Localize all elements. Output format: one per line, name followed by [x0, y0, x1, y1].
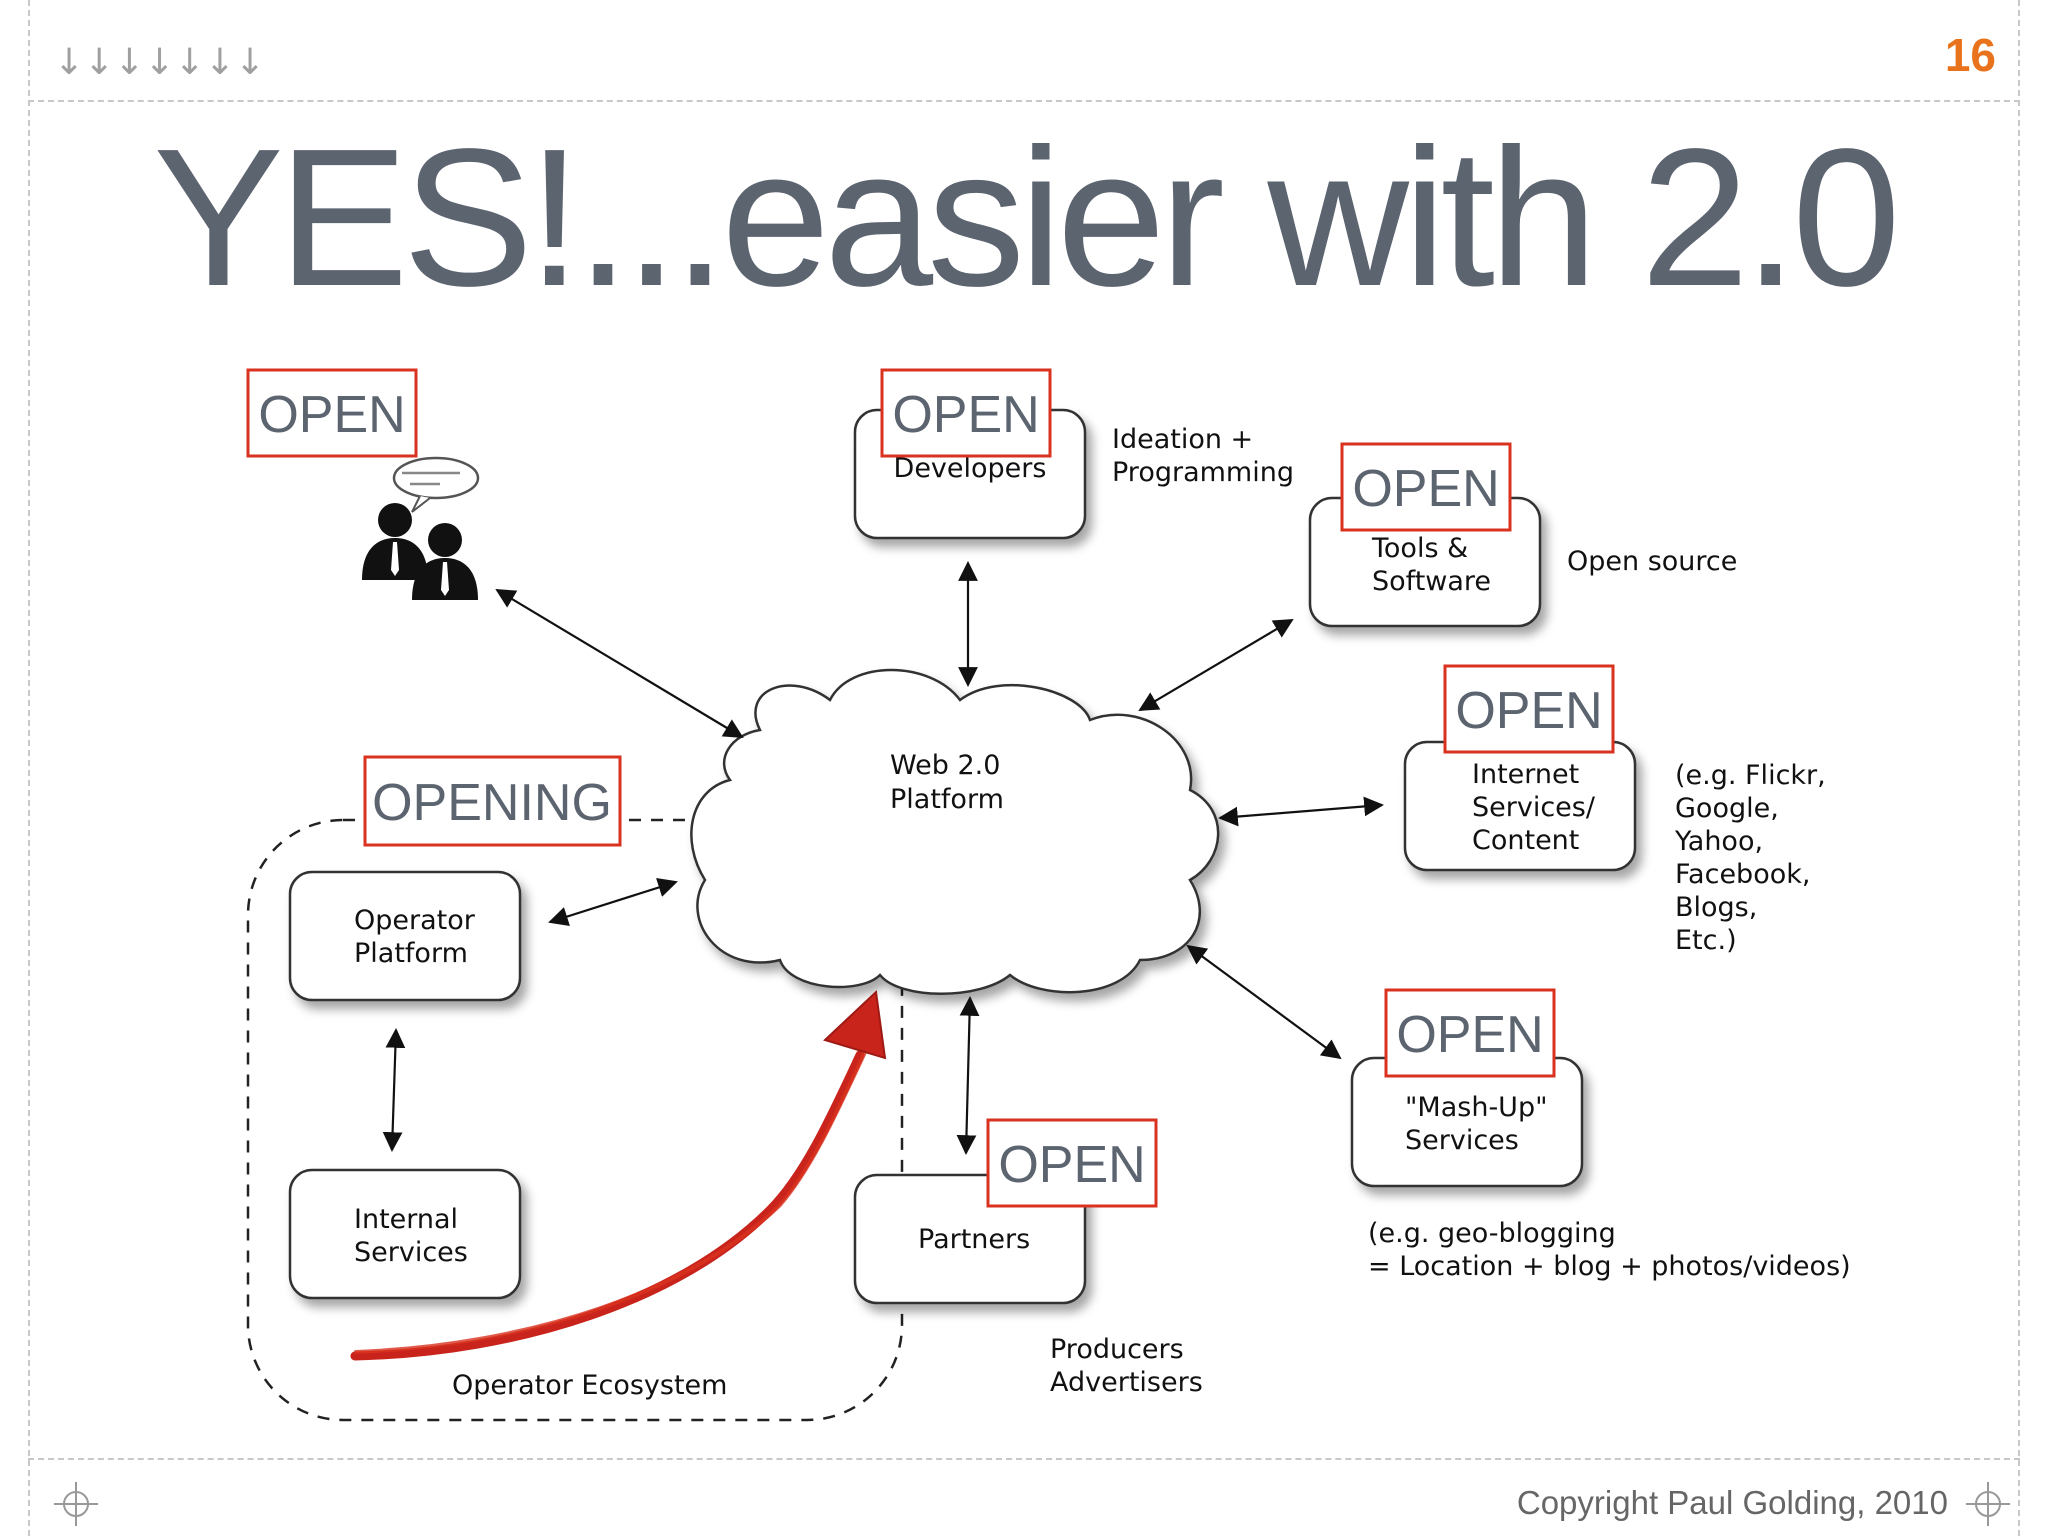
down-arrow-icon: ↓↓↓↓↓↓↓ — [54, 42, 266, 83]
examples-line5: Blogs, — [1675, 892, 1757, 923]
ideation-annotation-line2: Programming — [1112, 457, 1294, 488]
open-badge-internet: OPEN — [1443, 664, 1615, 754]
opening-badge-label: OPENING — [372, 774, 612, 832]
advertisers-annotation: Advertisers — [1050, 1367, 1203, 1398]
connector-tools-cloud — [1138, 618, 1294, 712]
connector-mashup-cloud — [1186, 944, 1342, 1060]
open-badge-people: OPEN — [246, 368, 418, 458]
open-badge-partners: OPEN — [986, 1118, 1158, 1208]
slide-title: YES!...easier with 2.0 — [153, 108, 1901, 327]
mashup-label-line2: Services — [1405, 1125, 1519, 1156]
connector-operator-cloud — [548, 877, 678, 927]
page-number: 16 — [1944, 29, 1996, 81]
connector-people-cloud — [495, 588, 744, 739]
open-badge-people-label: OPEN — [258, 386, 405, 444]
cloud-label-line2: Platform — [890, 784, 1004, 815]
mashup-label-line1: "Mash-Up" — [1405, 1092, 1548, 1123]
left-frame-line — [28, 0, 30, 1536]
footer-divider — [28, 1458, 2020, 1460]
ideation-annotation-line1: Ideation + — [1112, 424, 1253, 455]
open-badge-developers-label: OPEN — [892, 386, 1039, 444]
tools-label-line2: Software — [1372, 566, 1491, 597]
connector-internet-cloud — [1218, 796, 1384, 827]
open-badge-tools: OPEN — [1340, 442, 1512, 532]
open-badge-developers: OPEN — [880, 368, 1052, 458]
examples-line6: Etc.) — [1675, 925, 1737, 956]
developers-label: Developers — [894, 453, 1047, 484]
internal-label-line1: Internal — [354, 1204, 458, 1235]
operator-label-line2: Platform — [354, 938, 468, 969]
internal-label-line2: Services — [354, 1237, 468, 1268]
cloud-label-line1: Web 2.0 — [890, 750, 1000, 781]
examples-line1: (e.g. Flickr, — [1675, 760, 1826, 791]
geo-annotation-line2: = Location + blog + photos/videos) — [1368, 1251, 1851, 1282]
internet-services-node: Internet Services/ Content — [1403, 740, 1637, 872]
open-badge-mashup-label: OPEN — [1396, 1006, 1543, 1064]
internet-label-line3: Content — [1472, 825, 1579, 856]
internet-label-line1: Internet — [1472, 759, 1579, 790]
people-speech-icon — [362, 456, 480, 600]
connector-operator-internal — [382, 1028, 406, 1152]
examples-line2: Google, — [1675, 793, 1779, 824]
geo-annotation-line1: (e.g. geo-blogging — [1368, 1218, 1616, 1249]
right-frame-line — [2018, 0, 2020, 1536]
examples-line3: Yahoo, — [1674, 826, 1763, 857]
mashup-services-node: "Mash-Up" Services — [1350, 1056, 1584, 1188]
copyright-text: Copyright Paul Golding, 2010 — [1516, 1484, 1948, 1521]
internal-services-node: Internal Services — [288, 1168, 522, 1300]
examples-line4: Facebook, — [1675, 859, 1810, 890]
tools-label-line1: Tools & — [1371, 533, 1468, 564]
operator-platform-node: Operator Platform — [288, 870, 522, 1002]
opening-badge-operator: OPENING — [363, 755, 622, 847]
header-divider — [28, 100, 2020, 102]
open-source-annotation: Open source — [1567, 546, 1737, 577]
open-badge-internet-label: OPEN — [1455, 682, 1602, 740]
open-badge-mashup: OPEN — [1384, 988, 1556, 1078]
producers-annotation: Producers — [1050, 1334, 1184, 1365]
ecosystem-label: Operator Ecosystem — [452, 1370, 727, 1401]
open-badge-tools-label: OPEN — [1352, 460, 1499, 518]
internet-label-line2: Services/ — [1472, 792, 1596, 823]
opening-growth-arrow — [350, 989, 887, 1361]
open-badge-partners-label: OPEN — [998, 1136, 1145, 1194]
operator-label-line1: Operator — [354, 905, 476, 936]
connector-partners-cloud — [956, 996, 980, 1155]
crosshair-icon — [54, 1482, 98, 1526]
crosshair-icon — [1966, 1482, 2010, 1526]
web-platform-cloud — [690, 668, 1220, 995]
partners-label: Partners — [918, 1224, 1030, 1255]
